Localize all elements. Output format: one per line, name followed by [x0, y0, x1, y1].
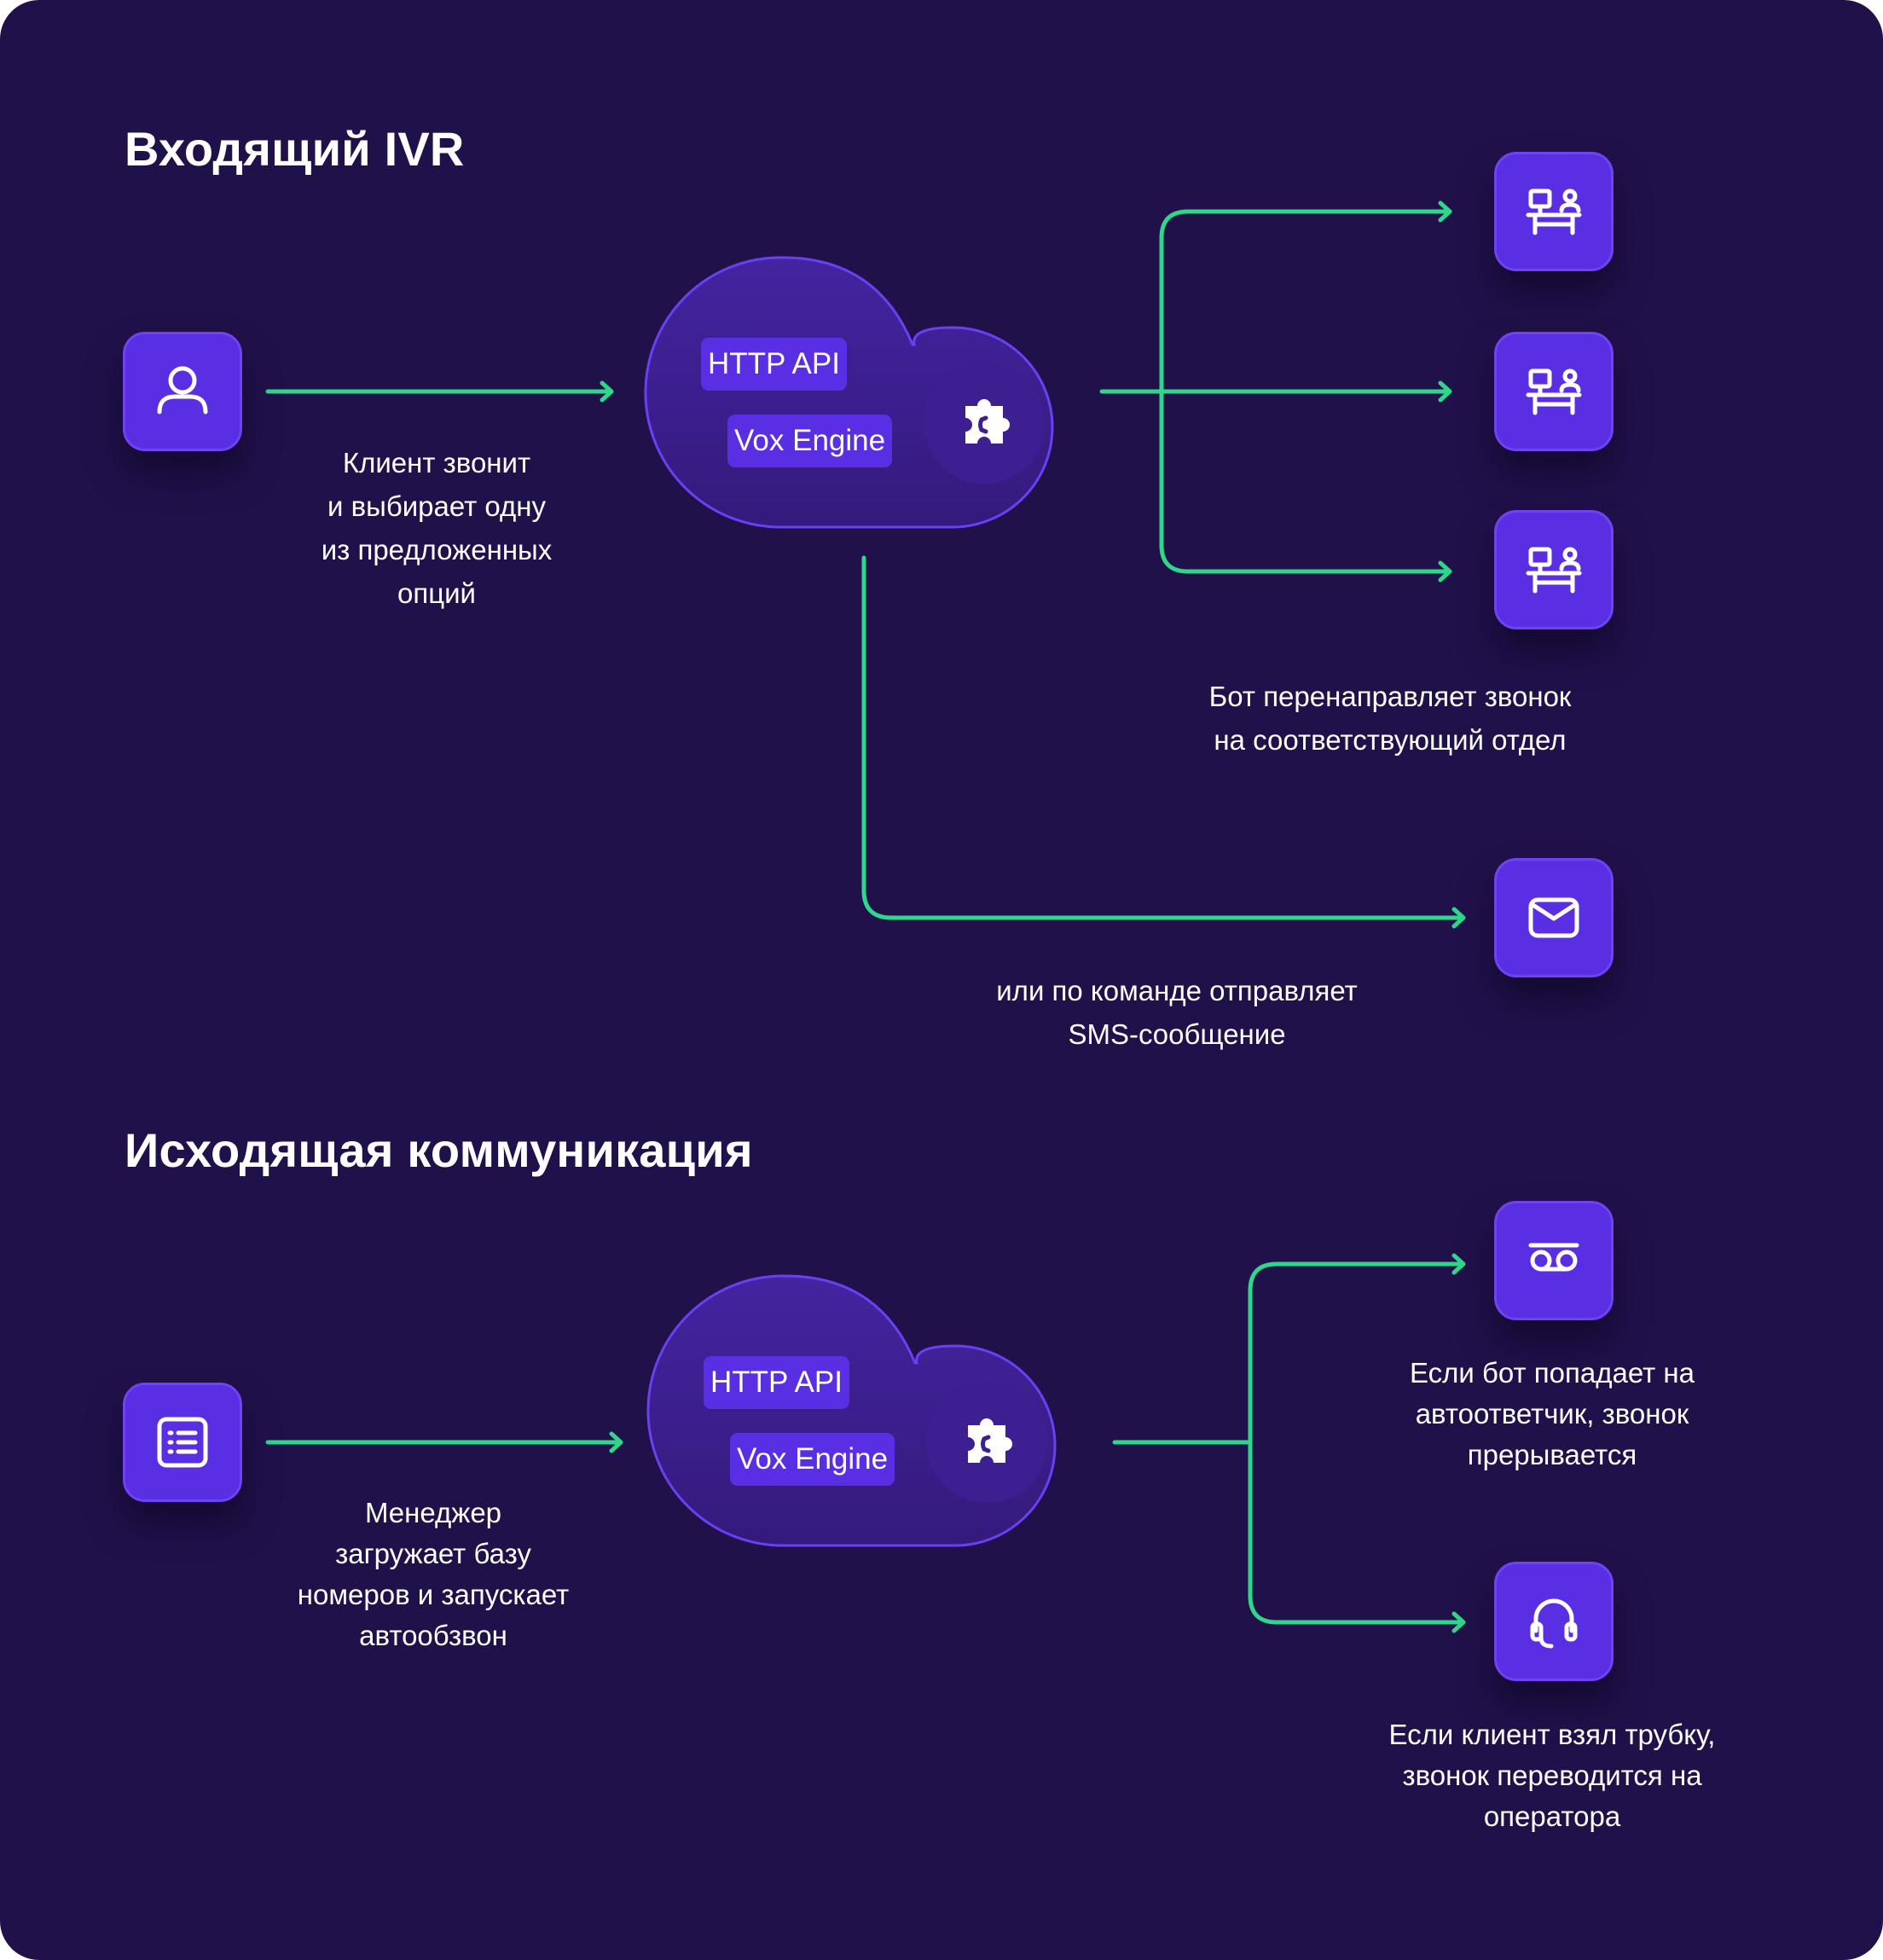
arrowhead-voicemail	[1451, 1253, 1466, 1275]
voicemail-tile	[1494, 1201, 1614, 1320]
incoming-section-title: Входящий IVR	[125, 122, 465, 176]
client-caption: Клиент звонит и выбирает одну из предлож…	[321, 447, 553, 609]
operator-caption: Если клиент взял трубку, звонок переводи…	[1388, 1719, 1716, 1832]
http-api-badge: HTTP API	[704, 1356, 849, 1409]
list-icon	[157, 1417, 208, 1468]
department-tile-3	[1494, 510, 1614, 629]
plugin-icon	[968, 1418, 1012, 1463]
vox-engine-badge: Vox Engine	[727, 415, 893, 467]
route-caption: Бот перенаправляет звонок на соответству…	[1208, 681, 1572, 756]
vox-engine-badge: Vox Engine	[730, 1433, 895, 1486]
outgoing-section-title: Исходящая коммуникация	[125, 1123, 753, 1177]
plugin-icon	[965, 399, 1010, 444]
voicemail-caption: Если бот попадает на автоответчик, звоно…	[1410, 1357, 1695, 1470]
outgoing-cloud: HTTP API Vox Engine	[644, 1274, 1087, 1556]
sms-caption: или по команде отправляет SMS-сообщение	[996, 975, 1358, 1050]
user-icon	[157, 366, 208, 415]
envelope-icon	[1528, 897, 1579, 938]
arrow-manager-to-cloud	[265, 1431, 623, 1453]
arrow-cloud-to-sms	[861, 555, 1466, 929]
client-tile	[123, 332, 242, 451]
arrow-branch-voicemail-operator	[1248, 1261, 1466, 1625]
manager-caption: Менеджер загружает базу номеров и запуск…	[297, 1497, 570, 1651]
arrowhead-desk-1	[1438, 200, 1452, 223]
arrow-cloud-to-desk-2	[1099, 380, 1452, 403]
operator-tile	[1494, 1562, 1614, 1681]
plugin-circle	[924, 362, 1045, 484]
plugin-circle	[926, 1382, 1047, 1503]
arrow-branch-desk-1	[1159, 209, 1452, 574]
operator-desk-icon	[1526, 368, 1582, 415]
headset-icon	[1530, 1598, 1578, 1649]
http-api-badge: HTTP API	[701, 338, 847, 391]
department-tile-1	[1494, 152, 1614, 271]
sms-tile	[1494, 858, 1614, 977]
arrow-client-to-cloud	[265, 380, 614, 403]
arrowhead-operator	[1451, 1611, 1466, 1633]
arrowhead-desk-3	[1438, 560, 1452, 583]
operator-desk-icon	[1526, 188, 1582, 235]
operator-desk-icon	[1526, 547, 1582, 594]
department-tile-2	[1494, 332, 1614, 451]
manager-tile	[123, 1383, 242, 1502]
incoming-cloud: HTTP API Vox Engine	[641, 256, 1085, 537]
voicemail-icon	[1528, 1243, 1579, 1272]
